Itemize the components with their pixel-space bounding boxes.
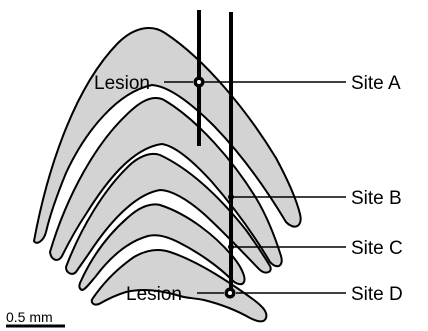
lesion-label-upper: Lesion — [94, 73, 150, 94]
lesion-marker-lower-center — [228, 291, 232, 295]
scale-bar-label: 0.5 mm — [6, 309, 53, 325]
lesion-marker-upper-center — [197, 80, 201, 84]
site-a-label: Site A — [351, 73, 401, 94]
site-d-label: Site D — [351, 284, 403, 305]
site-c-label: Site C — [351, 238, 403, 259]
lesion-label-lower: Lesion — [126, 284, 182, 305]
site-b-label: Site B — [351, 188, 402, 209]
